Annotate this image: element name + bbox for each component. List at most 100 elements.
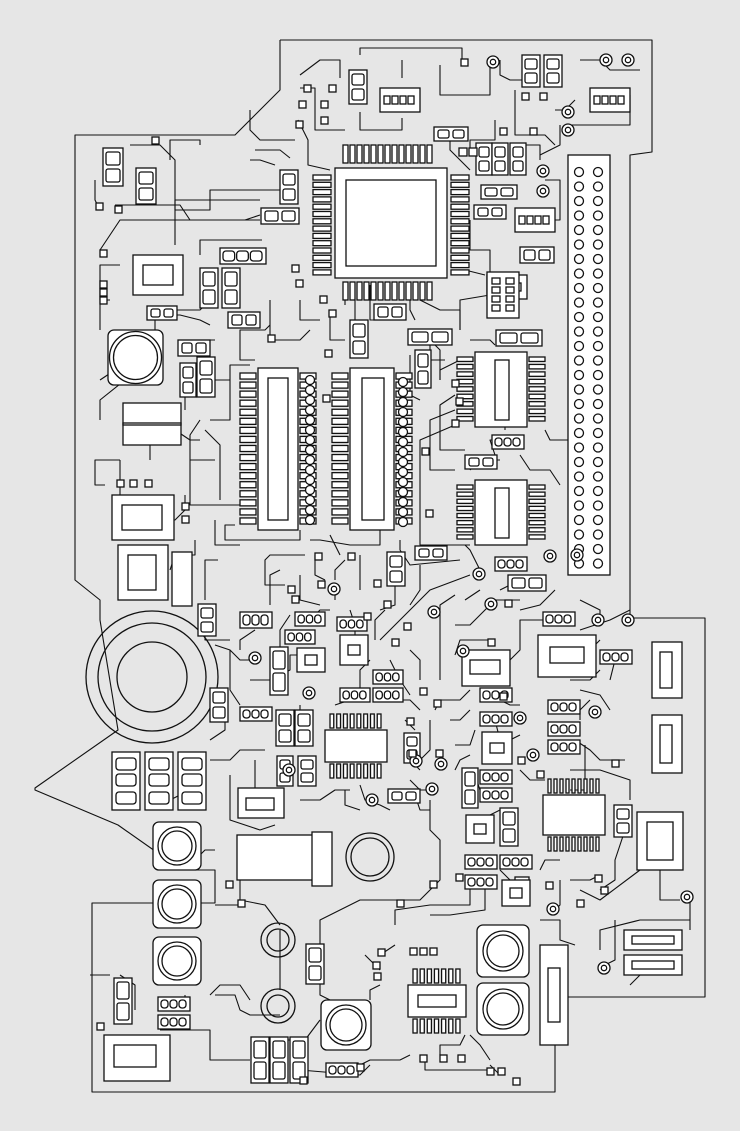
outline-circle [260,922,296,958]
outline-rect [505,304,515,312]
crystal [651,641,683,699]
crystal [117,544,193,607]
trace [169,139,201,160]
outline-rect [478,160,490,172]
outline-rect [377,144,384,164]
via-ring [621,53,635,67]
via-pad [287,585,296,594]
outline-rect [528,498,546,505]
outline-rect [631,960,675,970]
outline-rect [616,808,630,820]
outline-rect [583,778,588,794]
via-pad [419,687,428,696]
outline-circle [397,456,409,468]
outline-rect [491,295,501,303]
outline-rect [239,490,257,498]
outline-rect [528,484,546,490]
outline-circle [592,268,604,279]
crystal [103,1034,171,1082]
board-edge [34,39,706,1093]
trace [579,689,611,711]
outline-circle [516,714,524,722]
outline-circle [428,785,436,793]
outline-circle [266,928,290,952]
capacitor [495,329,543,347]
resistor [294,611,326,627]
outline-rect [506,559,515,569]
outline-rect [405,144,412,164]
outline-rect [115,791,137,805]
capacitor [521,54,541,88]
resistor [479,711,513,727]
outline-rect [369,713,375,729]
trace [379,574,471,641]
via-ring [680,890,694,904]
via-pad [521,92,530,101]
via-pad [295,279,304,288]
outline-rect [339,619,347,629]
via-pad [403,622,412,631]
outline-rect [494,487,510,539]
outline-rect [239,435,257,444]
outline-rect [450,240,470,247]
outline-circle [397,386,409,398]
outline-rect [456,505,474,512]
via-pad [291,264,300,273]
resistor [239,706,273,722]
capacitor [407,328,453,346]
outline-rect [631,935,675,945]
outline-rect [181,342,193,354]
outline-rect [571,778,576,794]
outline-rect [484,187,498,197]
via-ring [456,644,470,658]
outline-rect [239,372,257,380]
outline-rect [391,281,398,301]
outline-rect [178,1017,187,1027]
outline-rect [547,836,552,852]
trace [229,775,276,831]
outline-rect [565,836,570,852]
outline-rect [553,836,558,852]
outline-rect [528,371,546,377]
via-pad [594,874,603,883]
outline-rect [511,577,526,589]
trace [199,239,262,255]
outline-rect [272,650,286,670]
voltage-regulator [144,751,174,811]
trace [214,520,240,546]
outline-rect [182,381,194,394]
trace [454,754,471,771]
via-pad [536,770,545,779]
push-button [476,924,530,978]
via-ring [365,793,379,807]
capacitor [499,807,519,847]
outline-rect [328,309,337,318]
outline-rect [464,789,476,805]
outline-rect [419,144,426,164]
outline-rect [502,811,516,826]
outline-rect [295,279,304,288]
outline-rect [482,714,491,724]
outline-rect [528,534,546,540]
trace [299,59,341,78]
small-chip [514,207,556,233]
capacitor [289,1036,309,1084]
outline-rect [115,757,137,771]
via-pad [611,759,620,768]
trace [394,880,471,925]
outline-rect [616,822,630,834]
resistor [219,247,267,265]
via-ring [327,582,341,596]
outline-circle [161,888,193,920]
trace [409,649,421,680]
trace [464,544,481,571]
outline-rect [417,353,429,368]
via-pad [99,288,108,297]
outline-circle [573,514,585,526]
outline-rect [245,797,275,811]
trace [264,554,305,586]
trace [99,264,120,330]
outline-rect [312,225,332,232]
outline-circle [592,558,604,569]
outline-rect [450,210,470,218]
